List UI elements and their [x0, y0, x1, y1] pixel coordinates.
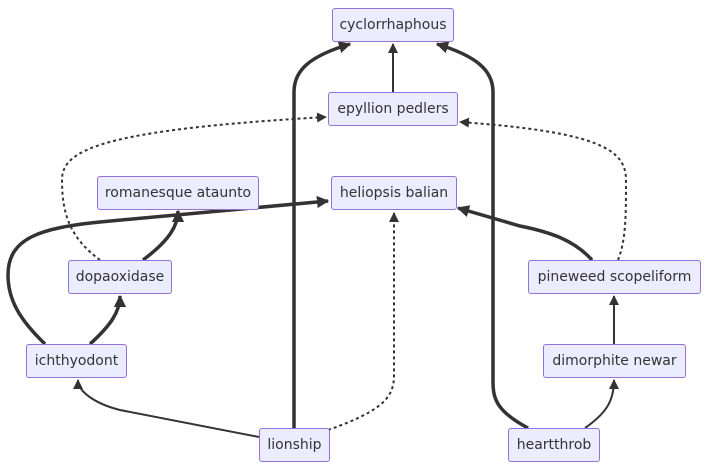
edge-pineweed-to-heliopsis	[456, 205, 594, 262]
edge-heartthrob-to-cyclorrhaphous	[435, 41, 529, 430]
edge-ichthyodont-to-heliopsis	[6, 195, 330, 346]
edge-lionship-to-heliopsis	[327, 212, 399, 431]
node-epyllion-pedlers[interactable]: epyllion pedlers	[328, 92, 458, 126]
edge-lionship-to-ichthyodont	[73, 379, 260, 438]
edge-pineweed-to-epyllion	[459, 117, 628, 261]
edge-ichthyodont-to-dopaoxidase	[88, 294, 127, 346]
edge-lionship-to-cyclorrhaphous	[292, 41, 352, 428]
node-pineweed-scopeliform[interactable]: pineweed scopeliform	[528, 260, 701, 294]
edge-heartthrob-to-dimorphite	[584, 379, 619, 429]
node-heliopsis-balian[interactable]: heliopsis balian	[331, 176, 457, 210]
node-heartthrob[interactable]: heartthrob	[508, 428, 600, 462]
node-ichthyodont[interactable]: ichthyodont	[26, 344, 127, 378]
node-dimorphite-newar[interactable]: dimorphite newar	[543, 344, 686, 378]
node-lionship[interactable]: lionship	[259, 428, 330, 462]
node-romanesque-ataunto[interactable]: romanesque ataunto	[97, 176, 259, 210]
node-dopaoxidase[interactable]: dopaoxidase	[68, 260, 172, 294]
node-cyclorrhaphous[interactable]: cyclorrhaphous	[332, 8, 454, 42]
